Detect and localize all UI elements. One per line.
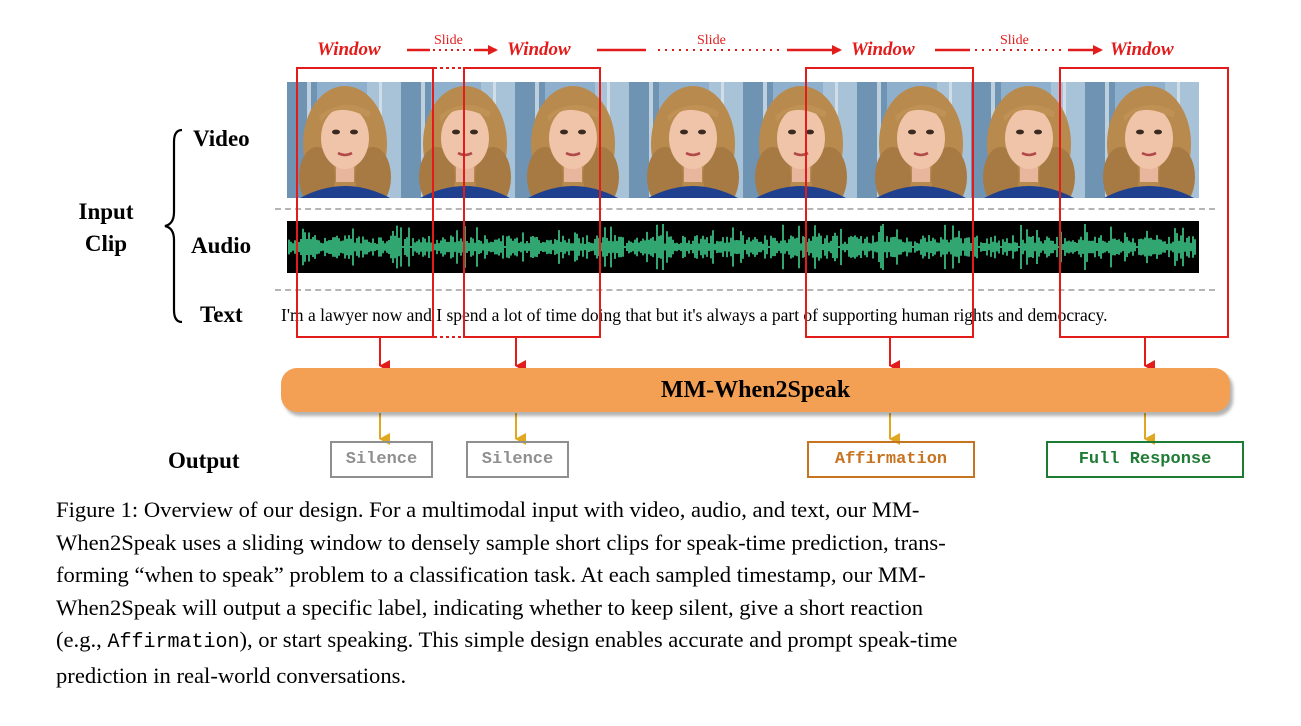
slide-label-2: Slide — [697, 33, 726, 48]
separator-audio-text — [275, 289, 1215, 291]
output-label: Silence — [345, 450, 418, 469]
output-box-affirmation: Affirmation — [807, 441, 975, 478]
model-to-output-arrows — [379, 413, 1155, 445]
text-row-label: Text — [200, 302, 243, 327]
window-box-3 — [805, 67, 974, 338]
transcript-text: I'm a lawyer now and I spend a lot of ti… — [281, 305, 1108, 325]
video-frame — [743, 82, 857, 198]
video-frame — [971, 82, 1085, 198]
input-brace — [164, 128, 183, 324]
input-clip-label: Input Clip — [64, 196, 148, 260]
video-row-label: Video — [193, 126, 250, 151]
output-box-silence-1: Silence — [330, 441, 433, 478]
window-box-1 — [296, 67, 434, 338]
video-frame — [515, 82, 629, 198]
window-label-3: Window — [851, 39, 915, 60]
model-name: MM-When2Speak — [660, 376, 851, 403]
window-label-2: Window — [507, 39, 571, 60]
caption-code-affirmation: Affirmation — [107, 631, 240, 654]
output-label: Full Response — [1078, 450, 1212, 469]
video-frame — [287, 82, 401, 198]
window-to-model-arrows — [379, 338, 1155, 372]
video-frame — [401, 82, 515, 198]
caption-line-1: Figure 1: Overview of our design. For a … — [56, 497, 920, 522]
caption-line-2: When2Speak uses a sliding window to dens… — [56, 529, 946, 555]
output-box-full-response: Full Response — [1046, 441, 1244, 478]
output-label: Silence — [481, 450, 554, 469]
caption-line-5: (e.g., Affirmation), or start speaking. … — [56, 624, 1246, 660]
output-row-label: Output — [168, 448, 240, 473]
video-frame — [629, 82, 743, 198]
output-label: Affirmation — [834, 450, 948, 469]
caption-line-3: forming “when to speak” problem to a cla… — [56, 562, 926, 587]
window-box-2 — [463, 67, 601, 338]
caption-line-4: When2Speak will output a specific label,… — [56, 594, 924, 620]
caption-line-5-post: ), or start speaking. This simple design… — [239, 627, 958, 652]
input-word: Input — [78, 199, 134, 224]
slide-label-1: Slide — [434, 33, 463, 48]
audio-waveform — [287, 221, 1199, 273]
caption-line-6: prediction in real-world conversations. — [56, 662, 407, 688]
model-bar: MM-When2Speak — [281, 368, 1230, 412]
slide-label-3: Slide — [1000, 33, 1029, 48]
clip-word: Clip — [84, 231, 128, 256]
video-frame — [1085, 82, 1199, 198]
caption-line-5-pre: (e.g., — [56, 627, 108, 652]
slide-arrows — [407, 45, 1103, 55]
figure-caption: Figure 1: Overview of our design. For a … — [56, 494, 1246, 692]
window-label-4: Window — [1110, 39, 1174, 60]
window-box-4 — [1059, 67, 1229, 338]
separator-video-audio — [275, 208, 1215, 210]
audio-row-label: Audio — [191, 233, 252, 258]
window-label-1: Window — [317, 39, 381, 60]
video-frame — [857, 82, 971, 198]
output-box-silence-2: Silence — [466, 441, 569, 478]
